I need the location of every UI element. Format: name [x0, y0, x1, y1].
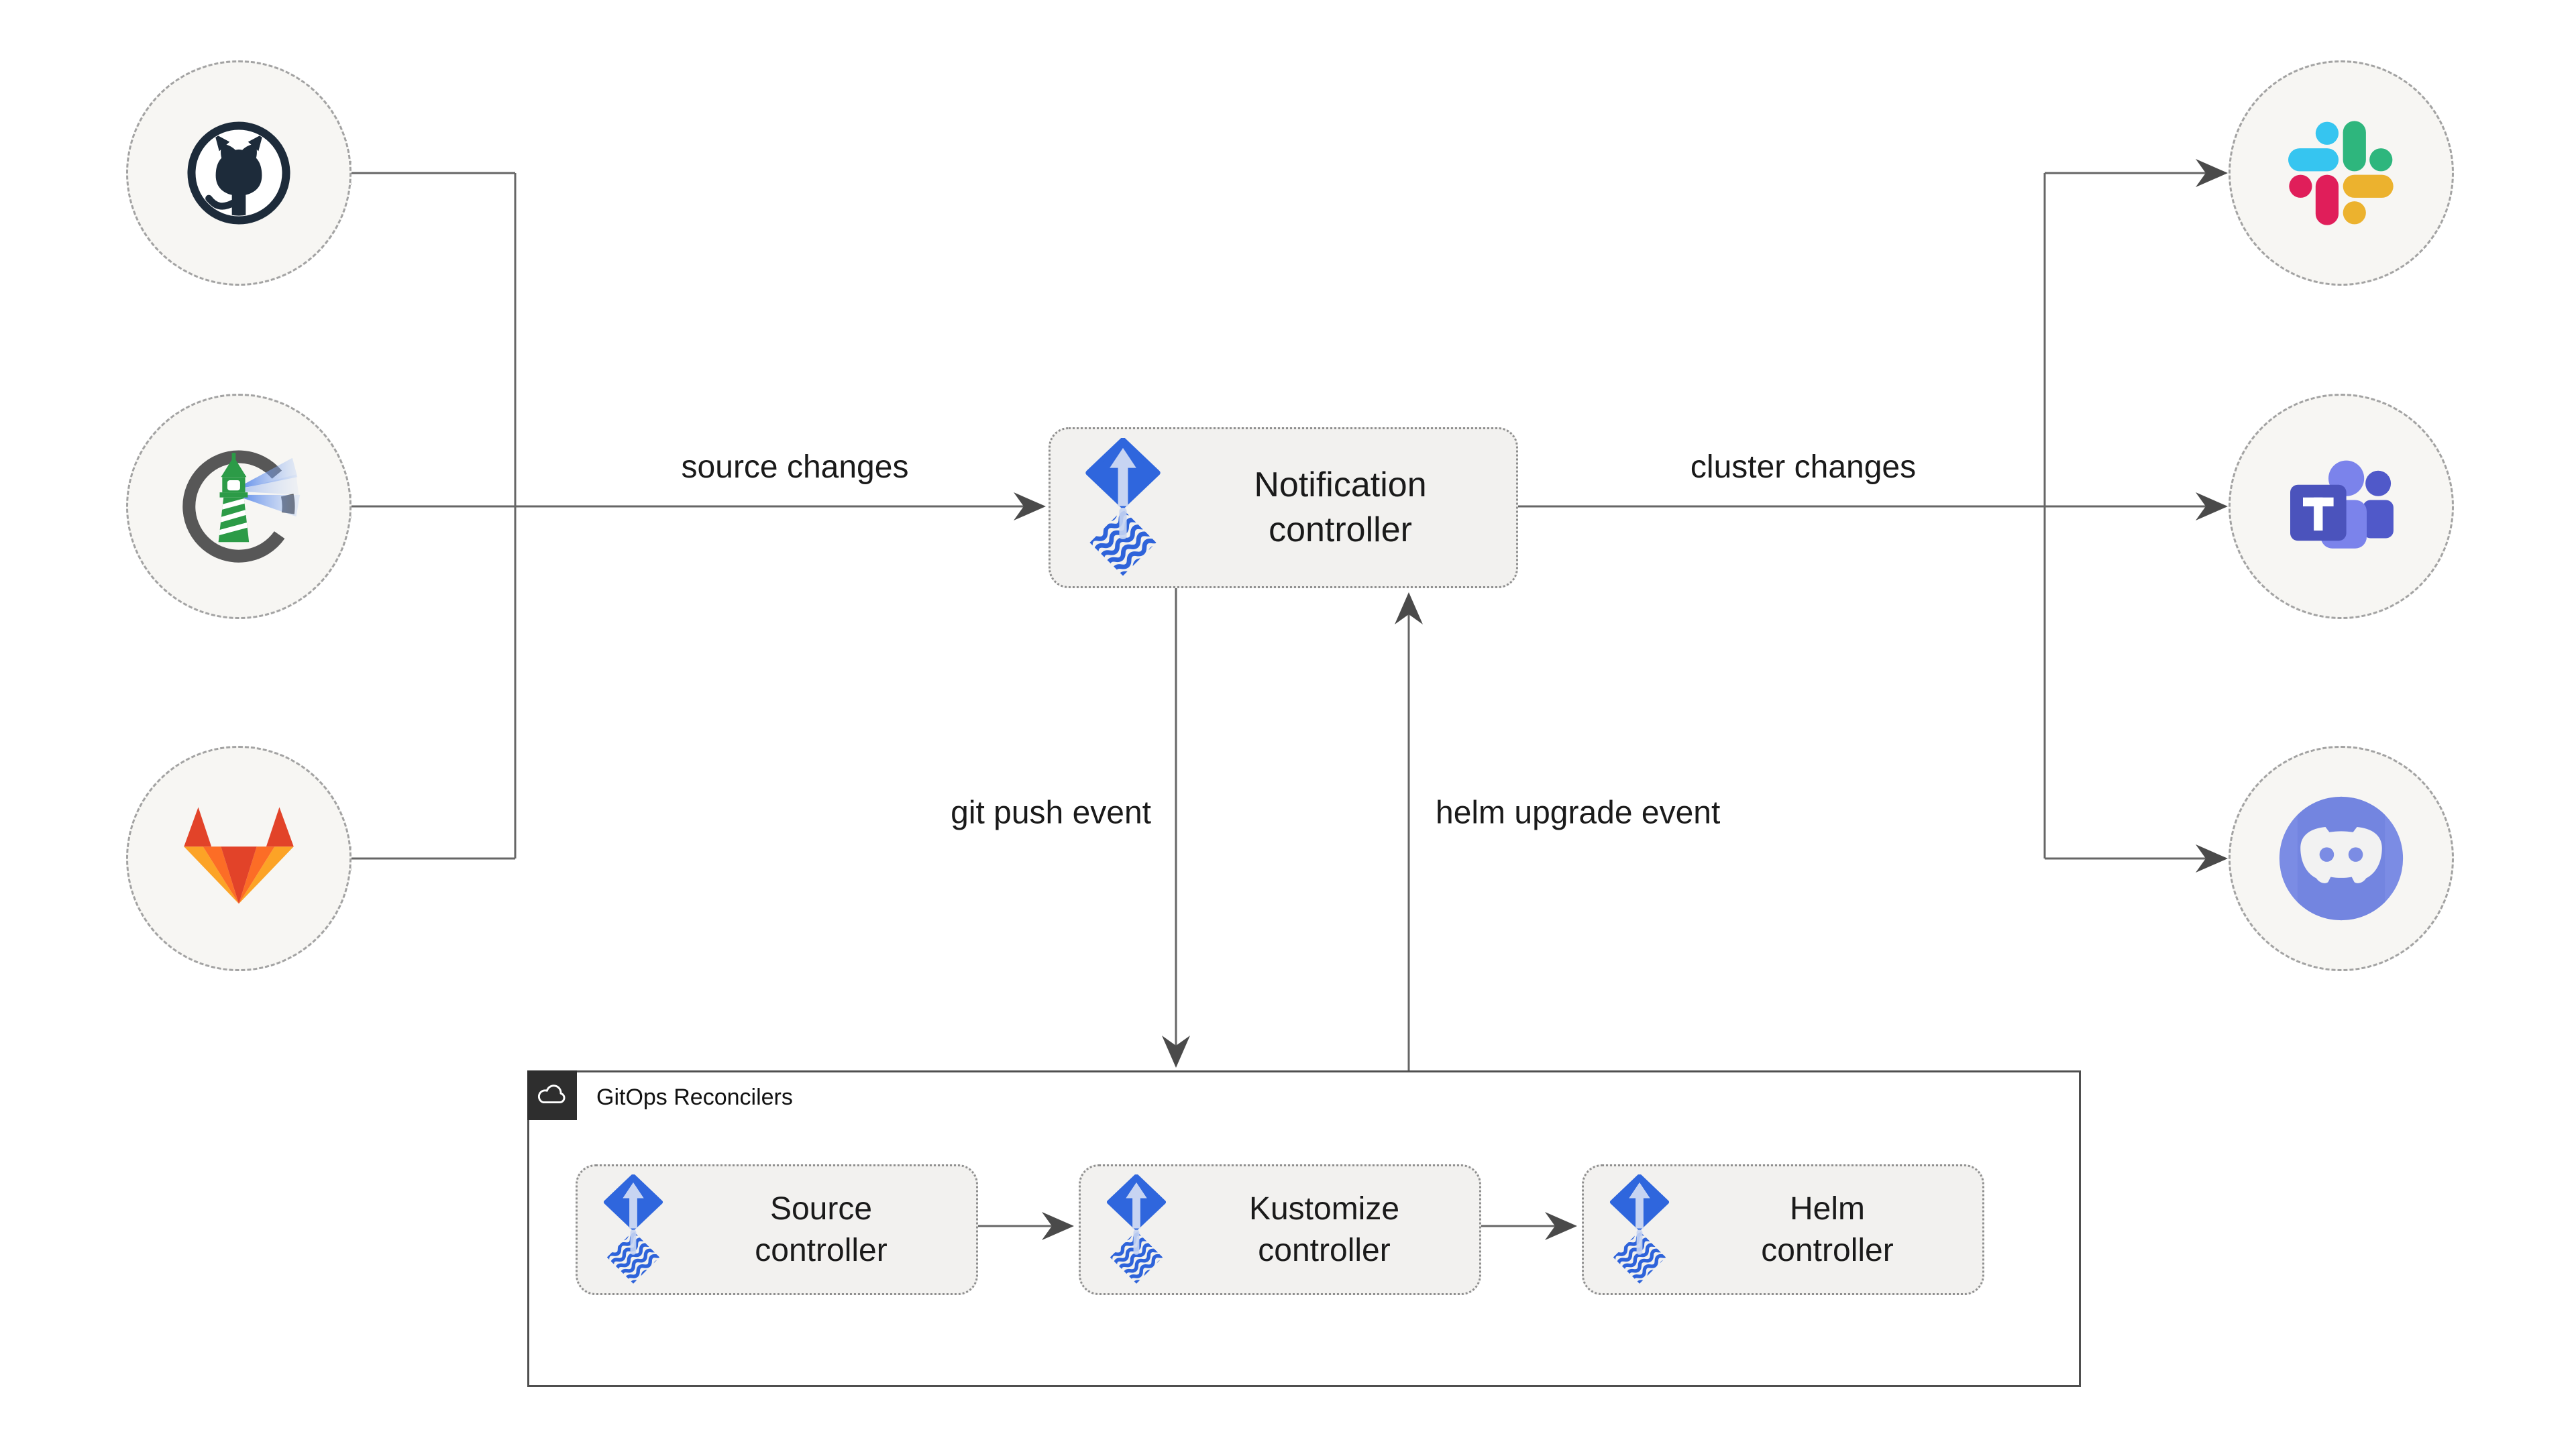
gitops-reconcilers-label: GitOps Reconcilers — [596, 1085, 793, 1110]
flux-icon — [600, 1174, 666, 1285]
teams-node — [2229, 394, 2454, 619]
cloud-icon — [537, 1085, 566, 1103]
source-controller-label: Source controller — [755, 1191, 888, 1268]
source-controller-node: Source controller — [576, 1164, 978, 1295]
source-changes-label: source changes — [681, 449, 909, 485]
cloud-badge — [527, 1070, 577, 1120]
discord-node — [2229, 746, 2454, 971]
kustomize-controller-label: Kustomize controller — [1248, 1191, 1400, 1268]
github-node — [126, 60, 352, 286]
flux-icon — [1081, 438, 1165, 577]
flux-icon — [1607, 1174, 1672, 1285]
notification-controller-label: Notification controller — [1254, 465, 1427, 549]
git-push-event-label: git push event — [951, 795, 1151, 831]
slack-node — [2229, 60, 2454, 286]
github-icon — [187, 121, 290, 225]
gitops-reconcilers-container: GitOps Reconcilers Source controller Kus… — [527, 1070, 2081, 1387]
teams-icon — [2290, 460, 2394, 549]
harbor-node — [126, 394, 352, 619]
harbor-icon — [182, 450, 301, 563]
kustomize-controller-node: Kustomize controller — [1079, 1164, 1481, 1295]
helm-upgrade-event-label: helm upgrade event — [1436, 795, 1721, 831]
notification-controller-node: Notification controller — [1049, 427, 1518, 588]
flux-icon — [1104, 1174, 1169, 1285]
helm-controller-label: Helm controller — [1761, 1191, 1894, 1268]
cluster-changes-label: cluster changes — [1690, 449, 1917, 485]
gitlab-icon — [184, 807, 294, 904]
discord-icon — [2279, 796, 2404, 921]
helm-controller-node: Helm controller — [1582, 1164, 1984, 1295]
slack-icon — [2288, 121, 2394, 225]
gitlab-node — [126, 746, 352, 971]
